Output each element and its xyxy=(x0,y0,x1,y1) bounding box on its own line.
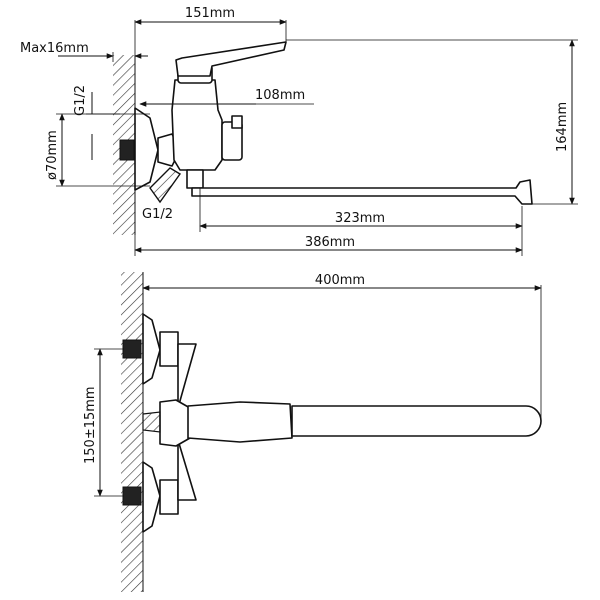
dim-150: 150±15mm xyxy=(83,386,98,464)
wall-hatch-bottom xyxy=(121,272,143,592)
handle-lever xyxy=(175,41,287,77)
upper-pipe-thread xyxy=(122,339,142,359)
dim-max16: Max16mm xyxy=(20,41,89,56)
handle-top-view xyxy=(187,401,293,443)
lower-nut xyxy=(159,479,179,515)
upper-nut xyxy=(159,331,179,367)
lower-flange xyxy=(142,461,161,533)
dim-164: 164mm xyxy=(555,102,570,152)
dim-g12-top: G1/2 xyxy=(73,85,88,116)
center-shower-outlet xyxy=(142,411,161,433)
wall-pipe-thread xyxy=(119,139,135,161)
wall-flange xyxy=(134,107,159,191)
dim-400: 400mm xyxy=(315,273,365,288)
spout-nut xyxy=(186,169,204,189)
center-body xyxy=(159,399,191,447)
upper-arm xyxy=(177,343,197,409)
upper-flange xyxy=(142,313,161,385)
side-view: 151mm Max16mm G1/2 108mm 164mm ø70mm G1/… xyxy=(20,6,578,256)
lower-pipe-thread xyxy=(122,486,142,506)
lower-arm xyxy=(177,439,197,501)
dim-108: 108mm xyxy=(255,88,305,103)
top-view: 400mm 150±15mm xyxy=(83,272,542,592)
faucet-body xyxy=(171,79,223,171)
spout xyxy=(191,179,533,205)
dim-151: 151mm xyxy=(185,6,235,21)
dim-g12-bottom: G1/2 xyxy=(142,207,173,222)
shower-outlet xyxy=(149,167,182,204)
dim-70: ø70mm xyxy=(45,130,60,180)
spout-top-view xyxy=(291,405,542,437)
dim-386: 386mm xyxy=(305,235,355,250)
dim-323: 323mm xyxy=(335,211,385,226)
diverter-knob-cap xyxy=(231,115,243,129)
